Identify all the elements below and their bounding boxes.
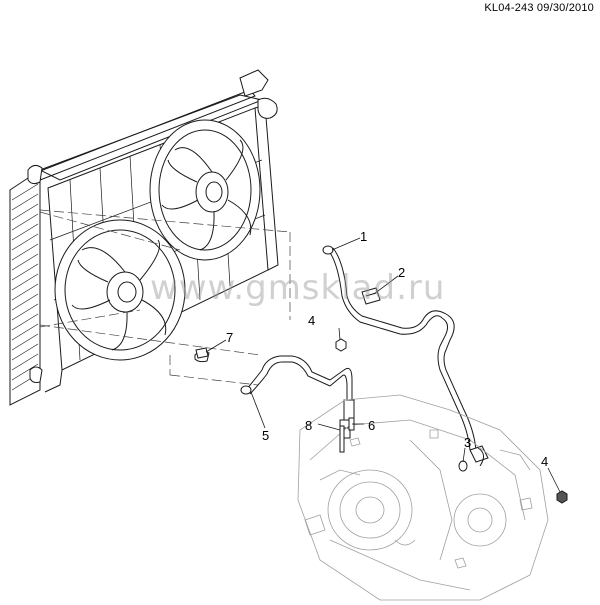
small-parts	[335, 338, 568, 504]
callout-4-right: 4	[541, 454, 549, 469]
alignment-lines	[39, 209, 291, 386]
leader-lines	[205, 237, 561, 493]
drawing-id-label: KL04-243 09/30/2010	[484, 2, 594, 14]
radiator-assembly	[9, 69, 279, 406]
upper-fan	[149, 119, 261, 261]
transaxle-housing	[297, 394, 549, 601]
callout-4-upper: 4	[308, 313, 316, 328]
callout-1: 1	[360, 229, 368, 244]
callout-8: 8	[305, 418, 313, 433]
callout-5: 5	[262, 428, 270, 443]
callout-3: 3	[464, 435, 472, 450]
callout-6: 6	[368, 418, 376, 433]
callout-2: 2	[398, 265, 406, 280]
callout-7: 7	[226, 330, 234, 345]
lower-fan	[54, 219, 186, 361]
